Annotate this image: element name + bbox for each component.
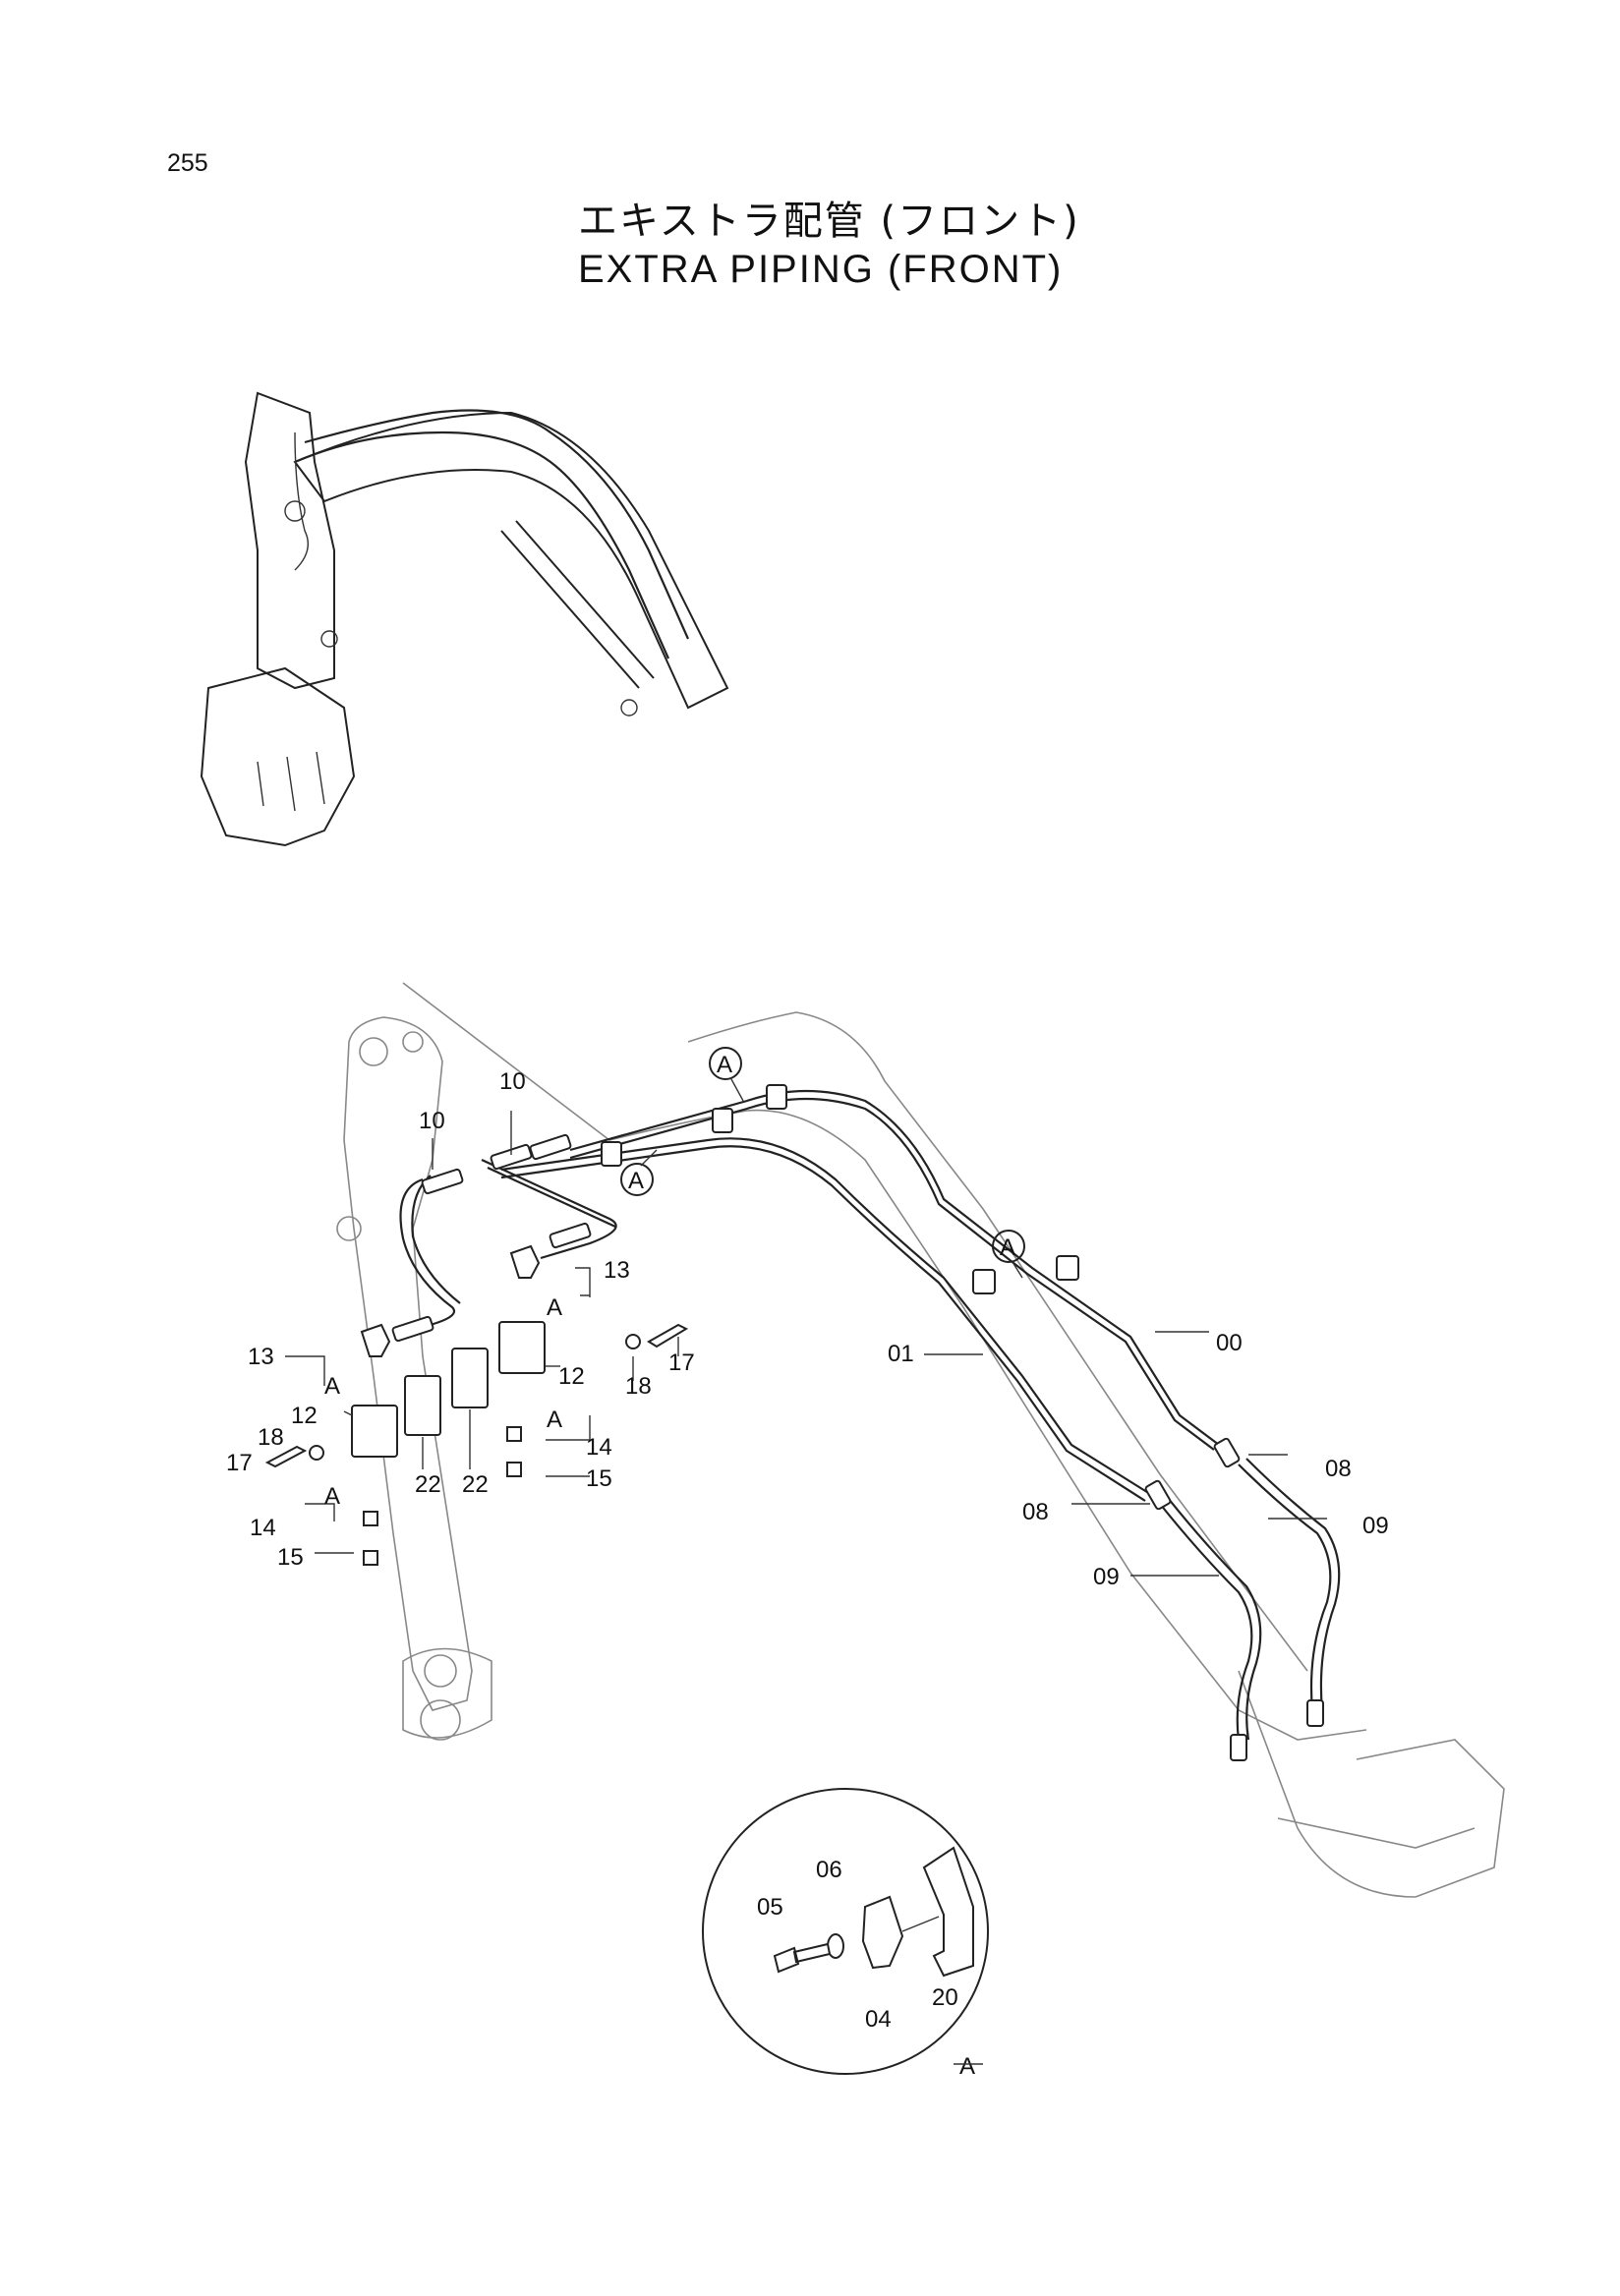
view-mark-circle-3	[992, 1230, 1025, 1263]
callout-15-left: 15	[277, 1544, 304, 1571]
hose-10	[392, 1177, 455, 1335]
view-mark-circle-1	[709, 1047, 742, 1080]
bracket-22-b	[451, 1348, 489, 1408]
callouts: 00 01 04 05 06 08 08 09 09 10 10 12 12 1…	[226, 1068, 1389, 2033]
pipe-01	[500, 1137, 1151, 1495]
view-mark-6: A	[324, 1373, 340, 1400]
view-mark-4: A	[547, 1294, 562, 1321]
clamp-20	[922, 1846, 974, 1978]
callout-12-left: 12	[291, 1403, 318, 1429]
callout-08-right: 08	[1325, 1456, 1352, 1482]
callout-09-right: 09	[1362, 1513, 1389, 1539]
callout-01: 01	[888, 1341, 914, 1367]
page-number: 255	[167, 149, 208, 177]
callout-00: 00	[1216, 1330, 1243, 1356]
callout-18-right: 18	[625, 1373, 652, 1400]
callout-14-right: 14	[586, 1434, 612, 1461]
callout-10-upper: 10	[499, 1068, 526, 1095]
callout-10-lower: 10	[419, 1108, 445, 1134]
callout-08-left: 08	[1022, 1499, 1049, 1525]
callout-13-left: 13	[248, 1344, 274, 1370]
main-piping-view	[264, 982, 1505, 1898]
detail-a	[702, 1788, 989, 2075]
callout-12-right: 12	[558, 1363, 585, 1390]
pipe-00	[569, 1089, 1220, 1446]
bolt-05	[773, 1942, 832, 1974]
elbow-13-upper	[509, 1244, 541, 1279]
view-marks: A A A A A A A A	[324, 1047, 1025, 2080]
view-mark-7: A	[324, 1483, 340, 1510]
view-mark-detail: A	[959, 2053, 975, 2080]
overview-front-attachment	[200, 391, 729, 847]
title-japanese: エキストラ配管 (フロント)	[578, 199, 1080, 244]
callout-22-b: 22	[462, 1471, 489, 1498]
callout-17-right: 17	[668, 1349, 695, 1376]
block-12-right	[498, 1321, 546, 1374]
elbow-13-lower	[360, 1323, 391, 1357]
view-mark-1: A	[717, 1052, 732, 1078]
callout-09-left: 09	[1093, 1564, 1120, 1590]
callout-22-a: 22	[415, 1471, 441, 1498]
view-mark-2: A	[628, 1168, 644, 1194]
bracket-22-a	[404, 1375, 441, 1436]
callout-05: 05	[757, 1894, 783, 1921]
block-12-left	[351, 1405, 398, 1458]
callout-15-right: 15	[586, 1465, 612, 1492]
callout-18-left: 18	[258, 1424, 284, 1451]
callout-13-right: 13	[604, 1257, 630, 1284]
hose-09-right	[1238, 1464, 1332, 1711]
view-mark-circle-2	[620, 1163, 654, 1196]
callout-14-left: 14	[250, 1515, 276, 1541]
view-mark-5: A	[547, 1406, 562, 1433]
view-mark-3: A	[1000, 1234, 1015, 1261]
title-english: EXTRA PIPING (FRONT)	[578, 248, 1064, 291]
callout-17-left: 17	[226, 1450, 253, 1476]
clamp-04	[861, 1895, 904, 1970]
callout-20: 20	[932, 1984, 958, 2011]
callout-06: 06	[816, 1857, 842, 1883]
hose-09-left	[1159, 1503, 1253, 1741]
callout-04: 04	[865, 2006, 892, 2033]
